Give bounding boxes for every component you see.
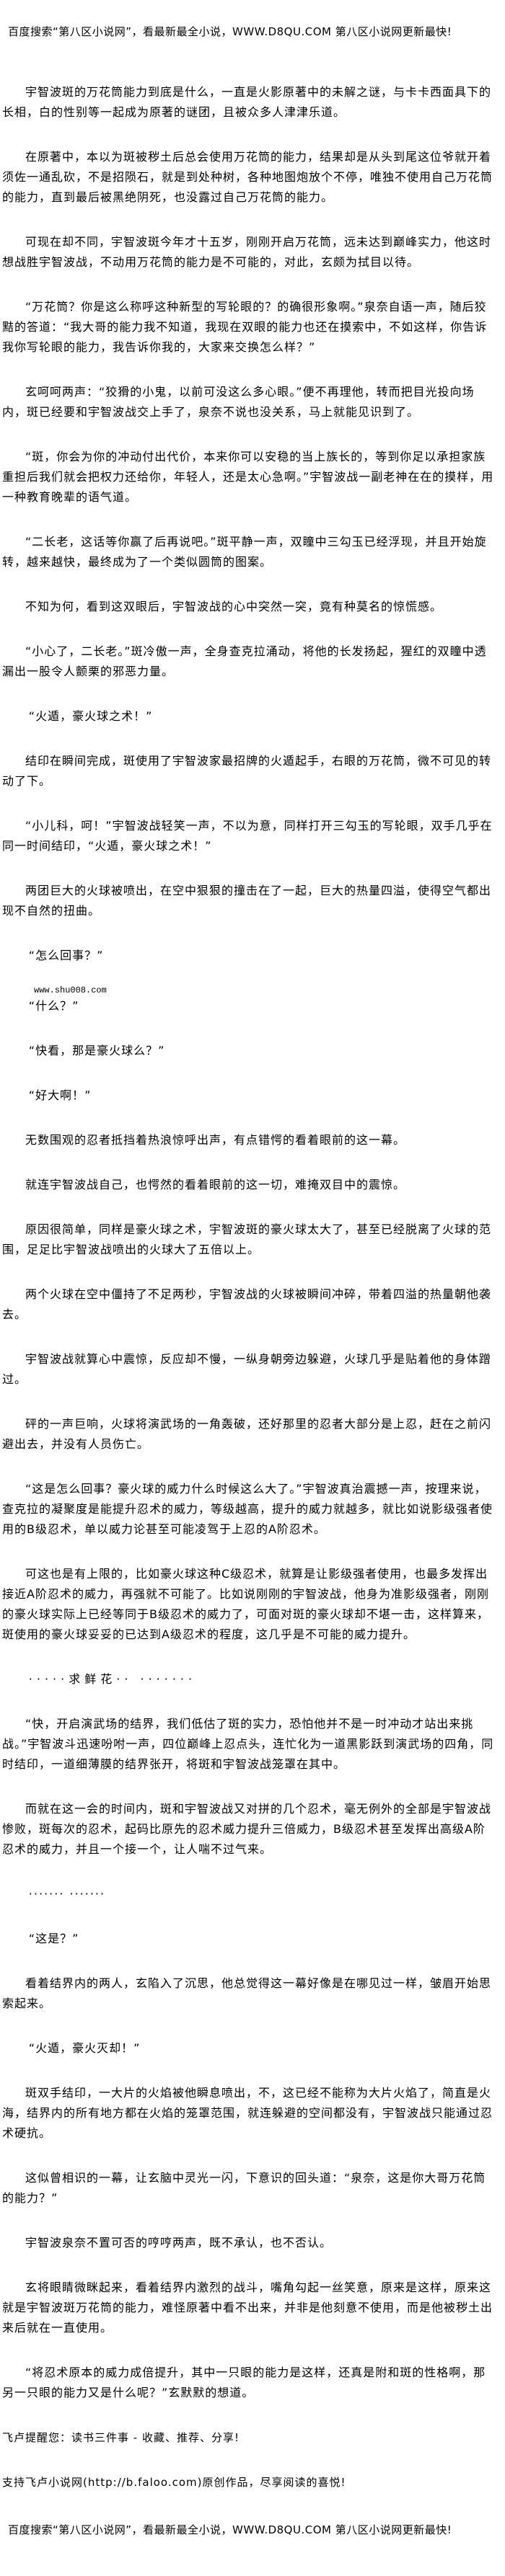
paragraph: 可这也是有上限的，比如豪火球这种C级忍术，就算是让影级强者使用，也最多发挥出接近…	[2, 1567, 489, 1641]
paragraph: “斑，你会为你的冲动付出代价，本来你可以安稳的当上族长的，等到你足以承担家族重担…	[2, 450, 494, 504]
paragraph: 可现在却不同，宇智波斑今年才十五岁，刚刚开启万花筒，远未达到巅峰实力，他这时想战…	[2, 235, 492, 269]
paragraph: 看着结界内的两人，玄陷入了沉思，他总觉得这一幕好像是在哪见过一样，皱眉开始思索起…	[2, 1976, 492, 2010]
paragraph: “怎么回事？”	[28, 949, 104, 962]
paragraph: 无数围观的忍者抵挡着热浪惊呼出声，有点错愕的看着眼前的这一幕。	[25, 1133, 406, 1147]
paragraph: 宇智波泉奈不置可否的哼哼两声，既不承认，也不否认。	[25, 2236, 333, 2249]
paragraph: 在原著中，本以为斑被秽土后总会使用万花筒的能力，结果却是从头到尾这位爷就开着须佐…	[2, 150, 493, 204]
paragraph: “小心了，二长老。”斑冷傲一声，全身查克拉涌动，将他的长发扬起，猩红的双瞳中透漏…	[2, 644, 487, 678]
paragraph: “好大啊！”	[28, 1088, 92, 1102]
paragraph: “火遁，豪火球之术！”	[28, 709, 153, 723]
paragraph: “什么？”	[28, 999, 79, 1013]
paragraph: “万花筒？你是这么称呼这种新型的写轮眼的？的确很形象啊。”泉奈自语一声，随后狡黠…	[2, 300, 488, 354]
site-watermark-text: www.shu008.com	[34, 985, 107, 995]
paragraph: “快看，那是豪火球么？”	[28, 1044, 165, 1057]
paragraph: 结印在瞬间完成，斑使用了宇智波家最招牌的火遁起手，右眼的万花筒，微不可见的转动了…	[2, 754, 492, 788]
paragraph: 两个火球在空中僵持了不足两秒，宇智波战的火球被瞬间冲碎，带着四溢的热量朝他袭去。	[2, 1287, 492, 1321]
paragraph: 宇智波斑的万花筒能力到底是什么，一直是火影原著中的未解之谜，与卡卡西面具下的长相…	[2, 85, 492, 119]
paragraph: “将忍术原本的威力成倍提升，其中一只眼的能力是这样，还真是附和斑的性格啊，那另一…	[2, 2366, 486, 2399]
separator-dots: ······· ·······	[28, 1887, 106, 1901]
reading-reminder: 飞卢提醒您：读书三件事 - 收藏、推荐、分享!	[2, 2431, 240, 2444]
bottom-banner: 百度搜索“第八区小说网”，看最新最全小说，WWW.D8QU.COM 第八区小说网…	[8, 2523, 452, 2536]
chapter-body: 宇智波斑的万花筒能力到底是什么，一直是火影原著中的未解之谜，与卡卡西面具下的长相…	[2, 82, 495, 2403]
paragraph: 这似曾相识的一幕，让玄脑中灵光一闪，下意识的回头道：“泉奈，这是你大哥万花筒的能…	[2, 2171, 486, 2205]
separator-request-flowers: ·····求鲜花·· ·······	[28, 1672, 197, 1686]
paragraph: “二长老，这话等你赢了后再说吧。”斑平静一声，双瞳中三勾玉已经浮现，并且开始旋转…	[2, 535, 487, 569]
paragraph: 原因很简单，同样是豪火球之术，宇智波斑的豪火球太大了，甚至已经脱离了火球的范围，…	[2, 1222, 492, 1256]
support-notice: 支持飞卢小说网(http://b.faloo.com)原创作品，尽享阅读的喜悦!	[2, 2476, 346, 2489]
paragraph: 斑双手结印，一大片的火焰被他瞬息喷出，不，这已经不能称为大片火焰了，简直是火海，…	[2, 2086, 493, 2140]
paragraph: “这是？”	[28, 1932, 79, 1945]
paragraph: 宇智波战就算心中震惊，反应却不慢，一纵身朝旁边躲避，火球几乎是贴着他的身体蹭过。	[2, 1352, 492, 1386]
paragraph: 两团巨大的火球被喷出，在空中狠狠的撞击在了一起，巨大的热量四溢，使得空气都出现不…	[2, 884, 492, 918]
top-banner: 百度搜索“第八区小说网”，看最新最全小说，WWW.D8QU.COM 第八区小说网…	[8, 25, 452, 38]
paragraph: “火遁，豪火灭却！”	[28, 2041, 141, 2055]
paragraph: “小儿科，呵！”宇智波战轻笑一声，不以为意，同样打开三勾玉的写轮眼，双手几乎在同…	[2, 819, 493, 853]
paragraph: 不知为何，看到这双眼后，宇智波战的心中突然一突，竟有种莫名的惊慌感。	[25, 600, 443, 613]
paragraph: 玄呵呵两声：“狡猾的小鬼，以前可没这么多心眼。”便不再理他，转而把目光投向场内，…	[2, 385, 475, 419]
paragraph: 就连宇智波战自己，也愕然的看着眼前的这一切，难掩双目中的震惊。	[25, 1178, 406, 1191]
paragraph: 而就在这一会的时间内，斑和宇智波战又对拼的几个忍术，毫无例外的全部是宇智波战惨败…	[2, 1802, 492, 1856]
paragraph: “这是怎么回事？豪火球的威力什么时候这么大了。”宇智波真治震撼一声，按理来说，查…	[2, 1482, 493, 1536]
paragraph: 玄将眼睛微眯起来，看着结界内激烈的战斗，嘴角勾起一丝笑意，原来是这样，原来这就是…	[2, 2280, 493, 2335]
paragraph: “快，开启演武场的结界，我们低估了斑的实力，恐怕他并不是一时冲动才站出来挑战。”…	[2, 1717, 494, 1771]
paragraph: 砰的一声巨响，火球将演武场的一角轰破，还好那里的忍者大部分是上忍，赶在之前闪避出…	[2, 1417, 492, 1451]
